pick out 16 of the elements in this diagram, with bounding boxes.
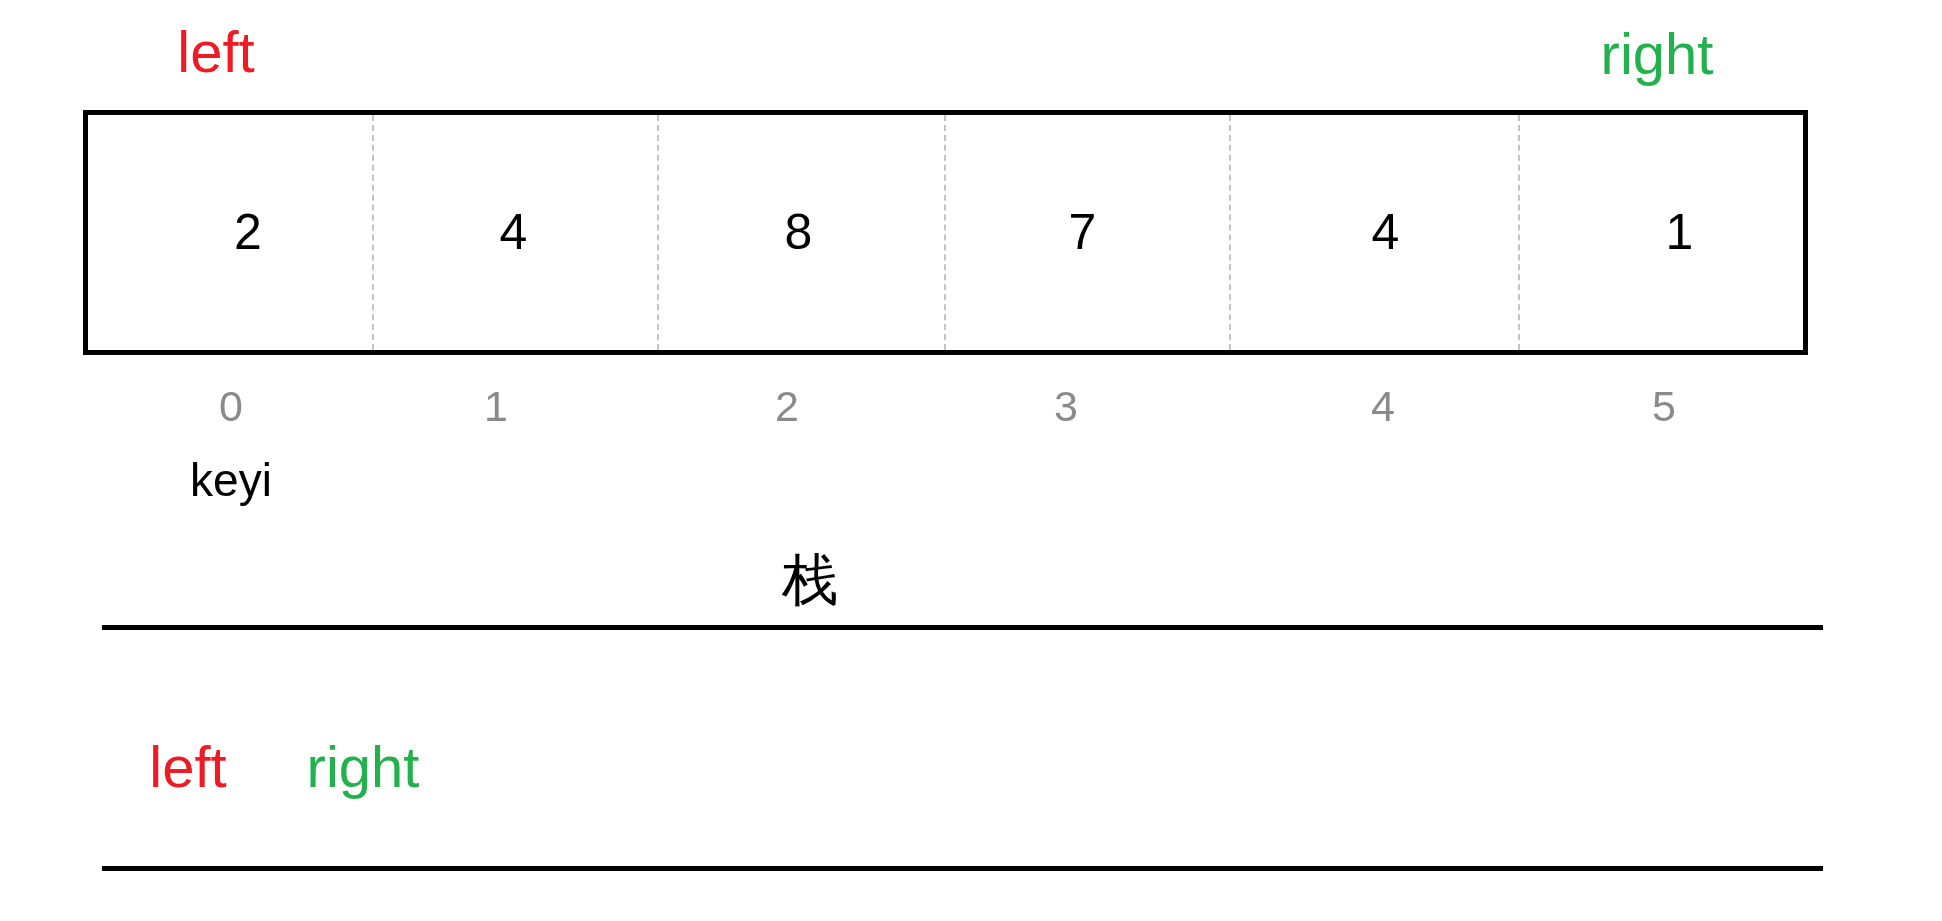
cell-value: 8	[784, 207, 813, 257]
cell-value: 7	[1068, 207, 1097, 257]
index-label: 0	[219, 384, 243, 428]
index-label: 5	[1652, 384, 1676, 428]
pointer-label: left	[177, 23, 255, 81]
index-label: 1	[484, 384, 508, 428]
pointer-label: left	[149, 738, 227, 796]
array-outline	[83, 110, 1808, 355]
cell-value: 2	[234, 207, 262, 257]
cell-value: 1	[1665, 207, 1694, 257]
cell-value: 4	[1371, 207, 1400, 257]
index-label: 3	[1054, 384, 1078, 428]
index-label: 4	[1371, 384, 1395, 428]
cell-value: 4	[499, 207, 528, 257]
index-label: 2	[775, 384, 799, 428]
stack-title: 栈	[782, 552, 838, 608]
